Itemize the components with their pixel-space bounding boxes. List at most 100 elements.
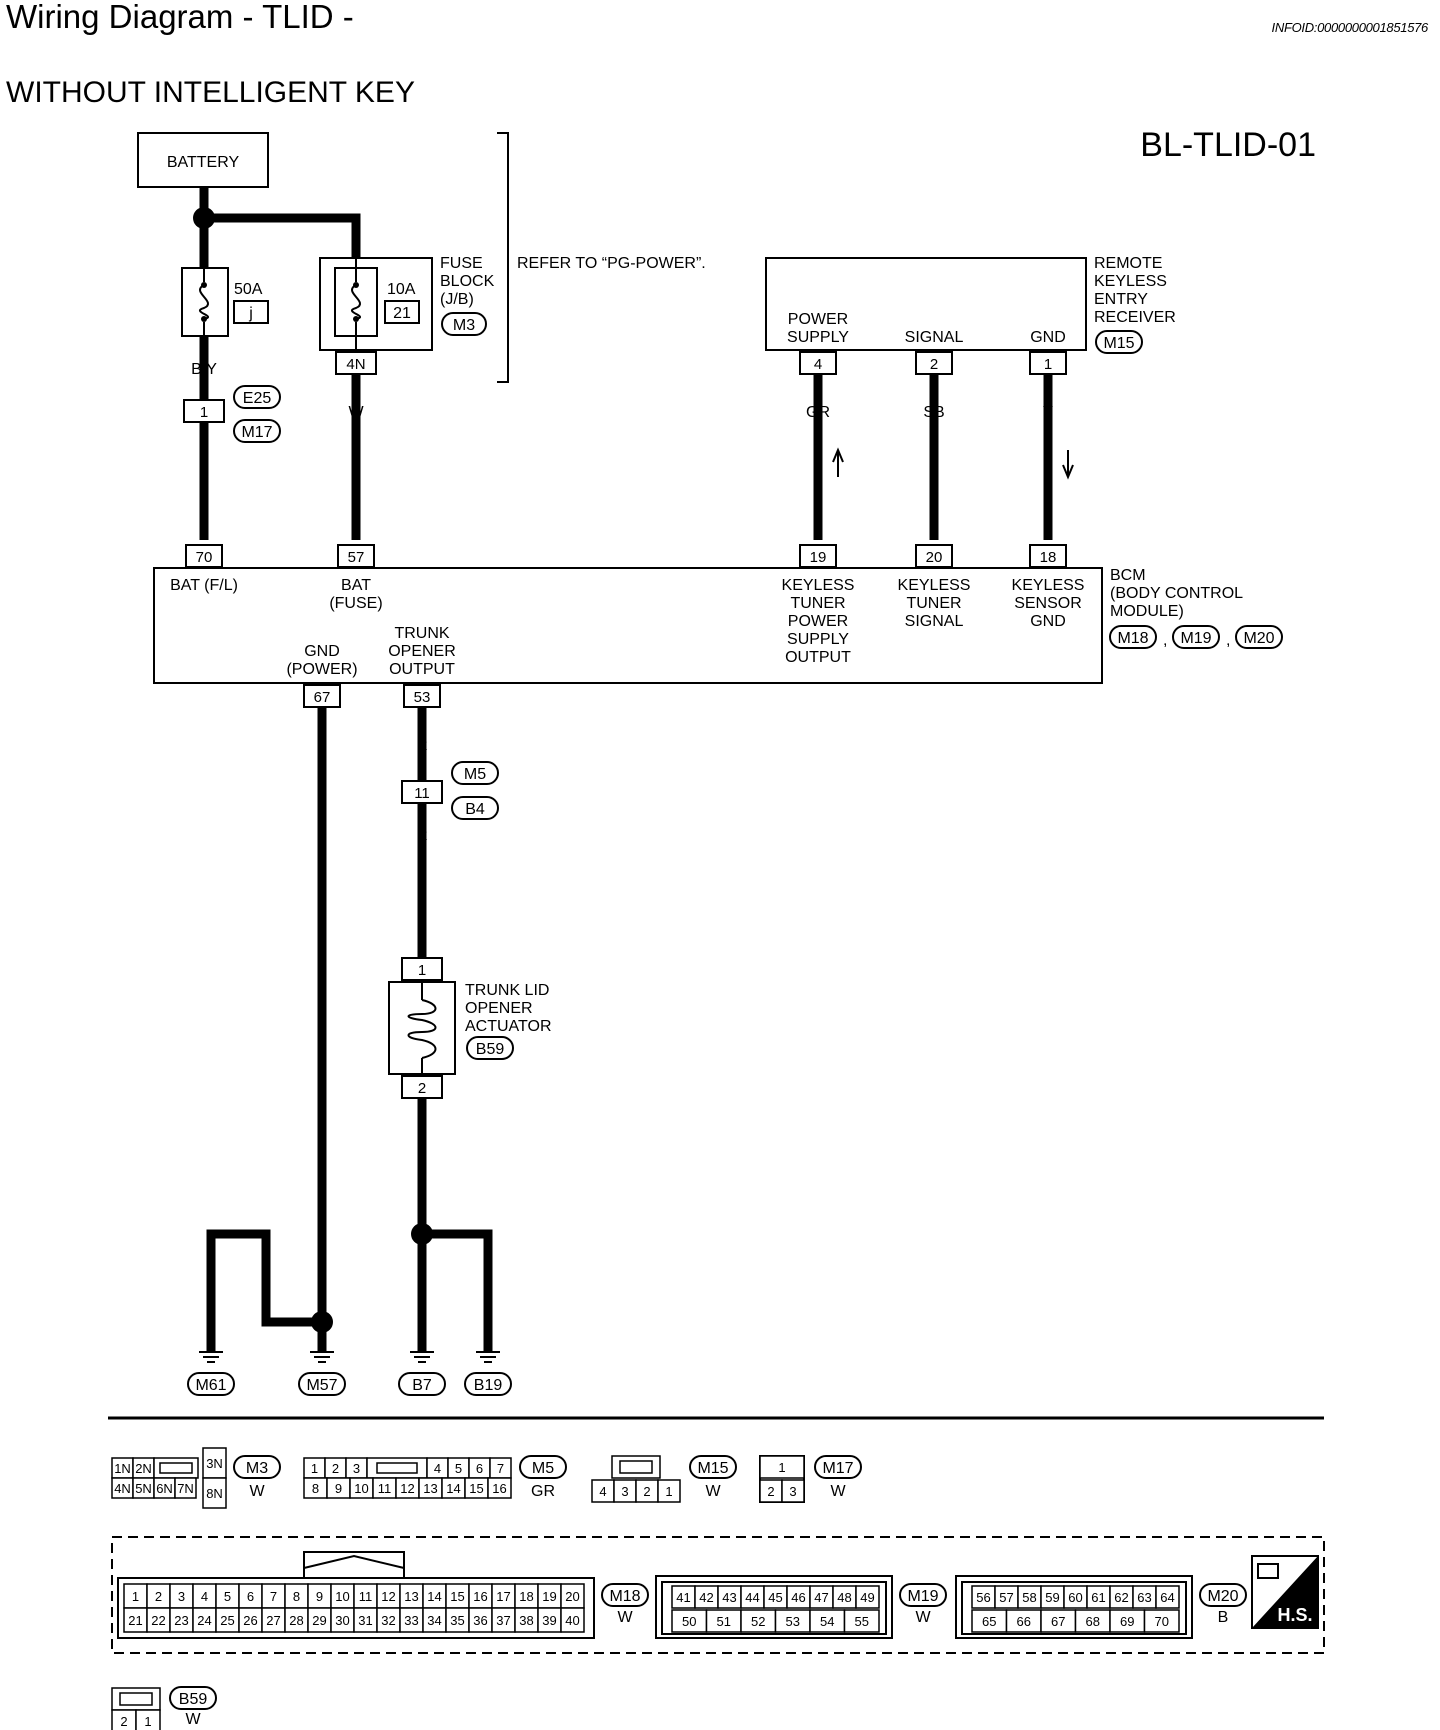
connector-pin-label: 55 (855, 1614, 869, 1629)
connector-housing (655, 1575, 893, 1639)
receiver-label-1: REMOTE (1094, 255, 1162, 272)
connector-pin-label: 61 (1091, 1590, 1105, 1605)
wire-color-b-67: B (317, 737, 328, 754)
connector-pin-label: 5 (224, 1589, 231, 1604)
connector-pin-label: 2N (135, 1461, 152, 1476)
connector-pin-label: 23 (174, 1613, 188, 1628)
connector-pin-label: 29 (312, 1613, 326, 1628)
connector-pin-label: 44 (745, 1590, 759, 1605)
actuator-connector: B59 (476, 1041, 505, 1058)
bcm-pin-67-label-1: GND (304, 643, 340, 660)
receiver-power-label-1: POWER (788, 311, 848, 328)
connector-cavity (376, 1462, 418, 1474)
connector-pin-label: 13 (404, 1589, 418, 1604)
wire-color-sb: SB (923, 404, 944, 421)
connector-m5-id: M5 (532, 1460, 554, 1477)
connector-m20-color: B (1218, 1609, 1229, 1626)
connector-pin-label: 1 (778, 1460, 785, 1475)
connector-pin-label: 8 (293, 1589, 300, 1604)
connector-pin-label: 5N (135, 1481, 152, 1496)
connector-pin-label: 21 (128, 1613, 142, 1628)
page-subtitle: WITHOUT INTELLIGENT KEY (6, 76, 415, 109)
wire-b-m61 (206, 1229, 322, 1352)
wire-color-b-m61: B (206, 1275, 217, 1292)
connector-pin-label: 33 (404, 1613, 418, 1628)
connector-pin-label: 69 (1120, 1614, 1134, 1629)
connector-pin-label: 28 (289, 1613, 303, 1628)
connector-pin-label: 19 (542, 1589, 556, 1604)
bcm-pin-70: 70 (196, 549, 213, 566)
connector-pin-label: 49 (860, 1590, 874, 1605)
bcm-connector-1: M18 (1117, 630, 1148, 647)
bcm-pin-19-label-4: SUPPLY (787, 631, 849, 648)
connector-pin-label: 54 (820, 1614, 834, 1629)
connector-pin-label: 51 (717, 1614, 731, 1629)
connector-b59-id: B59 (179, 1691, 208, 1708)
diagram-code: BL-TLID-01 (1140, 126, 1316, 164)
connector-cavity (781, 1479, 805, 1503)
connector-pin-label: 66 (1017, 1614, 1031, 1629)
actuator-label-1: TRUNK LID (465, 982, 549, 999)
connector-pin-label: 26 (243, 1613, 257, 1628)
connector-housing (955, 1575, 1193, 1639)
fuse-10a-icon (351, 284, 361, 320)
connector-pin-label: 17 (496, 1589, 510, 1604)
bcm-pin-20-label-1: KEYLESS (898, 577, 971, 594)
refer-note: REFER TO “PG-POWER”. (517, 255, 706, 272)
ground-label-m57: M57 (306, 1377, 337, 1394)
connector-m3-color: W (249, 1483, 265, 1500)
connector-pin-label: 14 (427, 1589, 441, 1604)
connector-pin-label: 24 (197, 1613, 211, 1628)
connector-pin-label: 31 (358, 1613, 372, 1628)
connector-pin-label: 4 (201, 1589, 208, 1604)
connector-m19-id: M19 (907, 1588, 938, 1605)
connector-pin-label: 3N (206, 1456, 223, 1471)
power-bracket (497, 132, 509, 383)
connector-pin-label: 10 (354, 1481, 368, 1496)
inline-connector-pin: 1 (200, 404, 208, 421)
fuse-block-label-1: FUSE (440, 255, 483, 272)
connector-pin-label: 48 (837, 1590, 851, 1605)
wire-color-b-m57b: B (317, 1275, 328, 1292)
bcm-connector-3: M20 (1243, 630, 1274, 647)
connector-pin-label: 2 (767, 1484, 774, 1499)
bcm-pin-53-label-1: TRUNK (394, 625, 449, 642)
connector-cavity (657, 1479, 681, 1503)
coil-icon (407, 999, 437, 1059)
connector-pin-label: 65 (982, 1614, 996, 1629)
connector-m15-color: W (705, 1483, 721, 1500)
bcm-pin-57-label-1: BAT (341, 577, 371, 594)
connector-pin-label: 1 (132, 1589, 139, 1604)
connector-cavity (119, 1692, 153, 1706)
fuse-10a-rating: 10A (387, 281, 416, 298)
bcm-pin-20-label-3: SIGNAL (905, 613, 964, 630)
connector-pin-label: 20 (565, 1589, 579, 1604)
connector-pin-label: 64 (1160, 1590, 1174, 1605)
connector-pin-label: 12 (381, 1589, 395, 1604)
wire-battery-fuseblock (204, 213, 361, 258)
bcm-pin-53: 53 (414, 689, 431, 706)
connector-pin-label: 45 (768, 1590, 782, 1605)
connector-cavity (135, 1709, 161, 1730)
bcm-connectors-frame (111, 1536, 1325, 1654)
connector-cavity (487, 1477, 512, 1499)
connector-pin-label: 4 (434, 1461, 441, 1476)
connector-pin-label: 59 (1045, 1590, 1059, 1605)
wire-color-by: B/Y (191, 361, 217, 378)
fuse-50a-rating: 50A (234, 281, 263, 298)
fuse-block-connector: M3 (453, 317, 475, 334)
connector-cavity (843, 1609, 880, 1633)
connector-pin-label: 36 (473, 1613, 487, 1628)
connector-pin-label: 1 (144, 1714, 151, 1729)
actuator-label-2: OPENER (465, 1000, 533, 1017)
connector-pin-label: 53 (786, 1614, 800, 1629)
connector-pin-label: 57 (999, 1590, 1013, 1605)
bcm-pin-19-label-2: TUNER (790, 595, 845, 612)
connector-pin-label: 6 (247, 1589, 254, 1604)
wire-color-w: W (348, 404, 364, 421)
connector-housing (117, 1577, 595, 1639)
connector-pin-label: 30 (335, 1613, 349, 1628)
connector-pin-label: 18 (519, 1589, 533, 1604)
